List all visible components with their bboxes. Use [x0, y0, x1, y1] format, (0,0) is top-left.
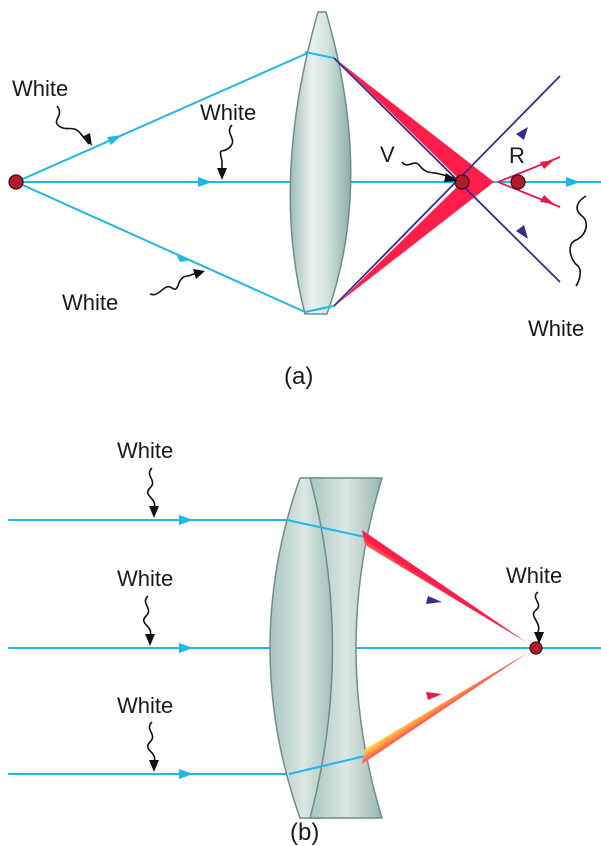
spectrum-fan-b-bottom [362, 648, 536, 764]
pointer-b-bottom [147, 721, 156, 770]
red-arrow-down [540, 195, 554, 204]
common-focus-point [529, 641, 543, 655]
red-focus-point [510, 174, 526, 190]
violet-ray-a-down [333, 57, 561, 283]
label-b-white-focus: White [506, 563, 562, 588]
pointer-a-bottomleft [149, 271, 201, 296]
pointer-arrow-b-focus [534, 632, 544, 644]
label-red-point: R [509, 143, 525, 168]
pointer-arrow-a-center [217, 168, 227, 180]
caption-b: (b) [290, 819, 319, 846]
label-b-white-middle: White [117, 566, 173, 591]
ray-arrow-b3 [179, 769, 193, 779]
ray-b-bottom-inlens [288, 755, 366, 775]
spectrum-fan-b-top [362, 530, 536, 648]
ray-b-top-inlens [286, 519, 366, 538]
ray-arrow-a2 [198, 177, 212, 187]
pointer-arrow-b-middle [145, 634, 155, 646]
diverging-lens-b [309, 477, 384, 819]
red-arrow-up [540, 160, 554, 169]
pointer-arrow-a-topleft [82, 133, 92, 146]
ray-a-bottom-incoming [15, 181, 306, 313]
pointer-b-focus [532, 591, 540, 633]
converging-lens-a [289, 11, 352, 315]
ray-arrow-b1 [179, 515, 193, 525]
pointer-arrow-a-violet [444, 173, 458, 182]
pointer-arrow-b-bottom [149, 760, 159, 772]
pointer-a-violet [401, 161, 455, 179]
pointer-a-right [569, 195, 588, 287]
pointer-a-topleft [55, 105, 90, 145]
label-violet-point: V [380, 142, 395, 167]
pointer-b-middle [143, 595, 152, 644]
object-point [8, 174, 24, 190]
panel-b: White White White White (b) [8, 438, 601, 846]
ray-a-bottom-inlens [304, 305, 335, 313]
label-b-white-top: White [117, 438, 173, 463]
ray-a-top-inlens [304, 51, 335, 59]
pointer-a-center [219, 124, 234, 173]
label-b-white-bottom: White [117, 693, 173, 718]
ray-arrow-a4 [566, 177, 580, 187]
label-a-white-topleft: White [12, 76, 68, 101]
violet-ray-a-up [333, 75, 561, 307]
violet-focus-point [454, 174, 470, 190]
ray-arrow-a3 [176, 254, 190, 262]
caption-a: (a) [284, 363, 313, 390]
ray-arrow-a1 [107, 135, 122, 145]
pointer-b-top [147, 467, 156, 516]
panel-a: White White White White V R (a) [8, 11, 601, 390]
ray-arrow-b2 [179, 643, 193, 653]
label-a-white-center: White [200, 100, 256, 125]
violet-arrow-b-top [426, 596, 442, 604]
label-a-white-bottomleft: White [62, 290, 118, 315]
spectrum-fan-a-bottom [332, 182, 494, 309]
pointer-arrow-a-bottomleft [193, 269, 205, 279]
red-arrow-b-bottom [426, 692, 442, 700]
violet-arrow-down [516, 225, 528, 239]
violet-arrow-up [516, 127, 528, 140]
pointer-arrow-b-top [149, 506, 159, 518]
label-a-white-right: White [528, 316, 584, 341]
ray-a-top-incoming [15, 51, 311, 183]
